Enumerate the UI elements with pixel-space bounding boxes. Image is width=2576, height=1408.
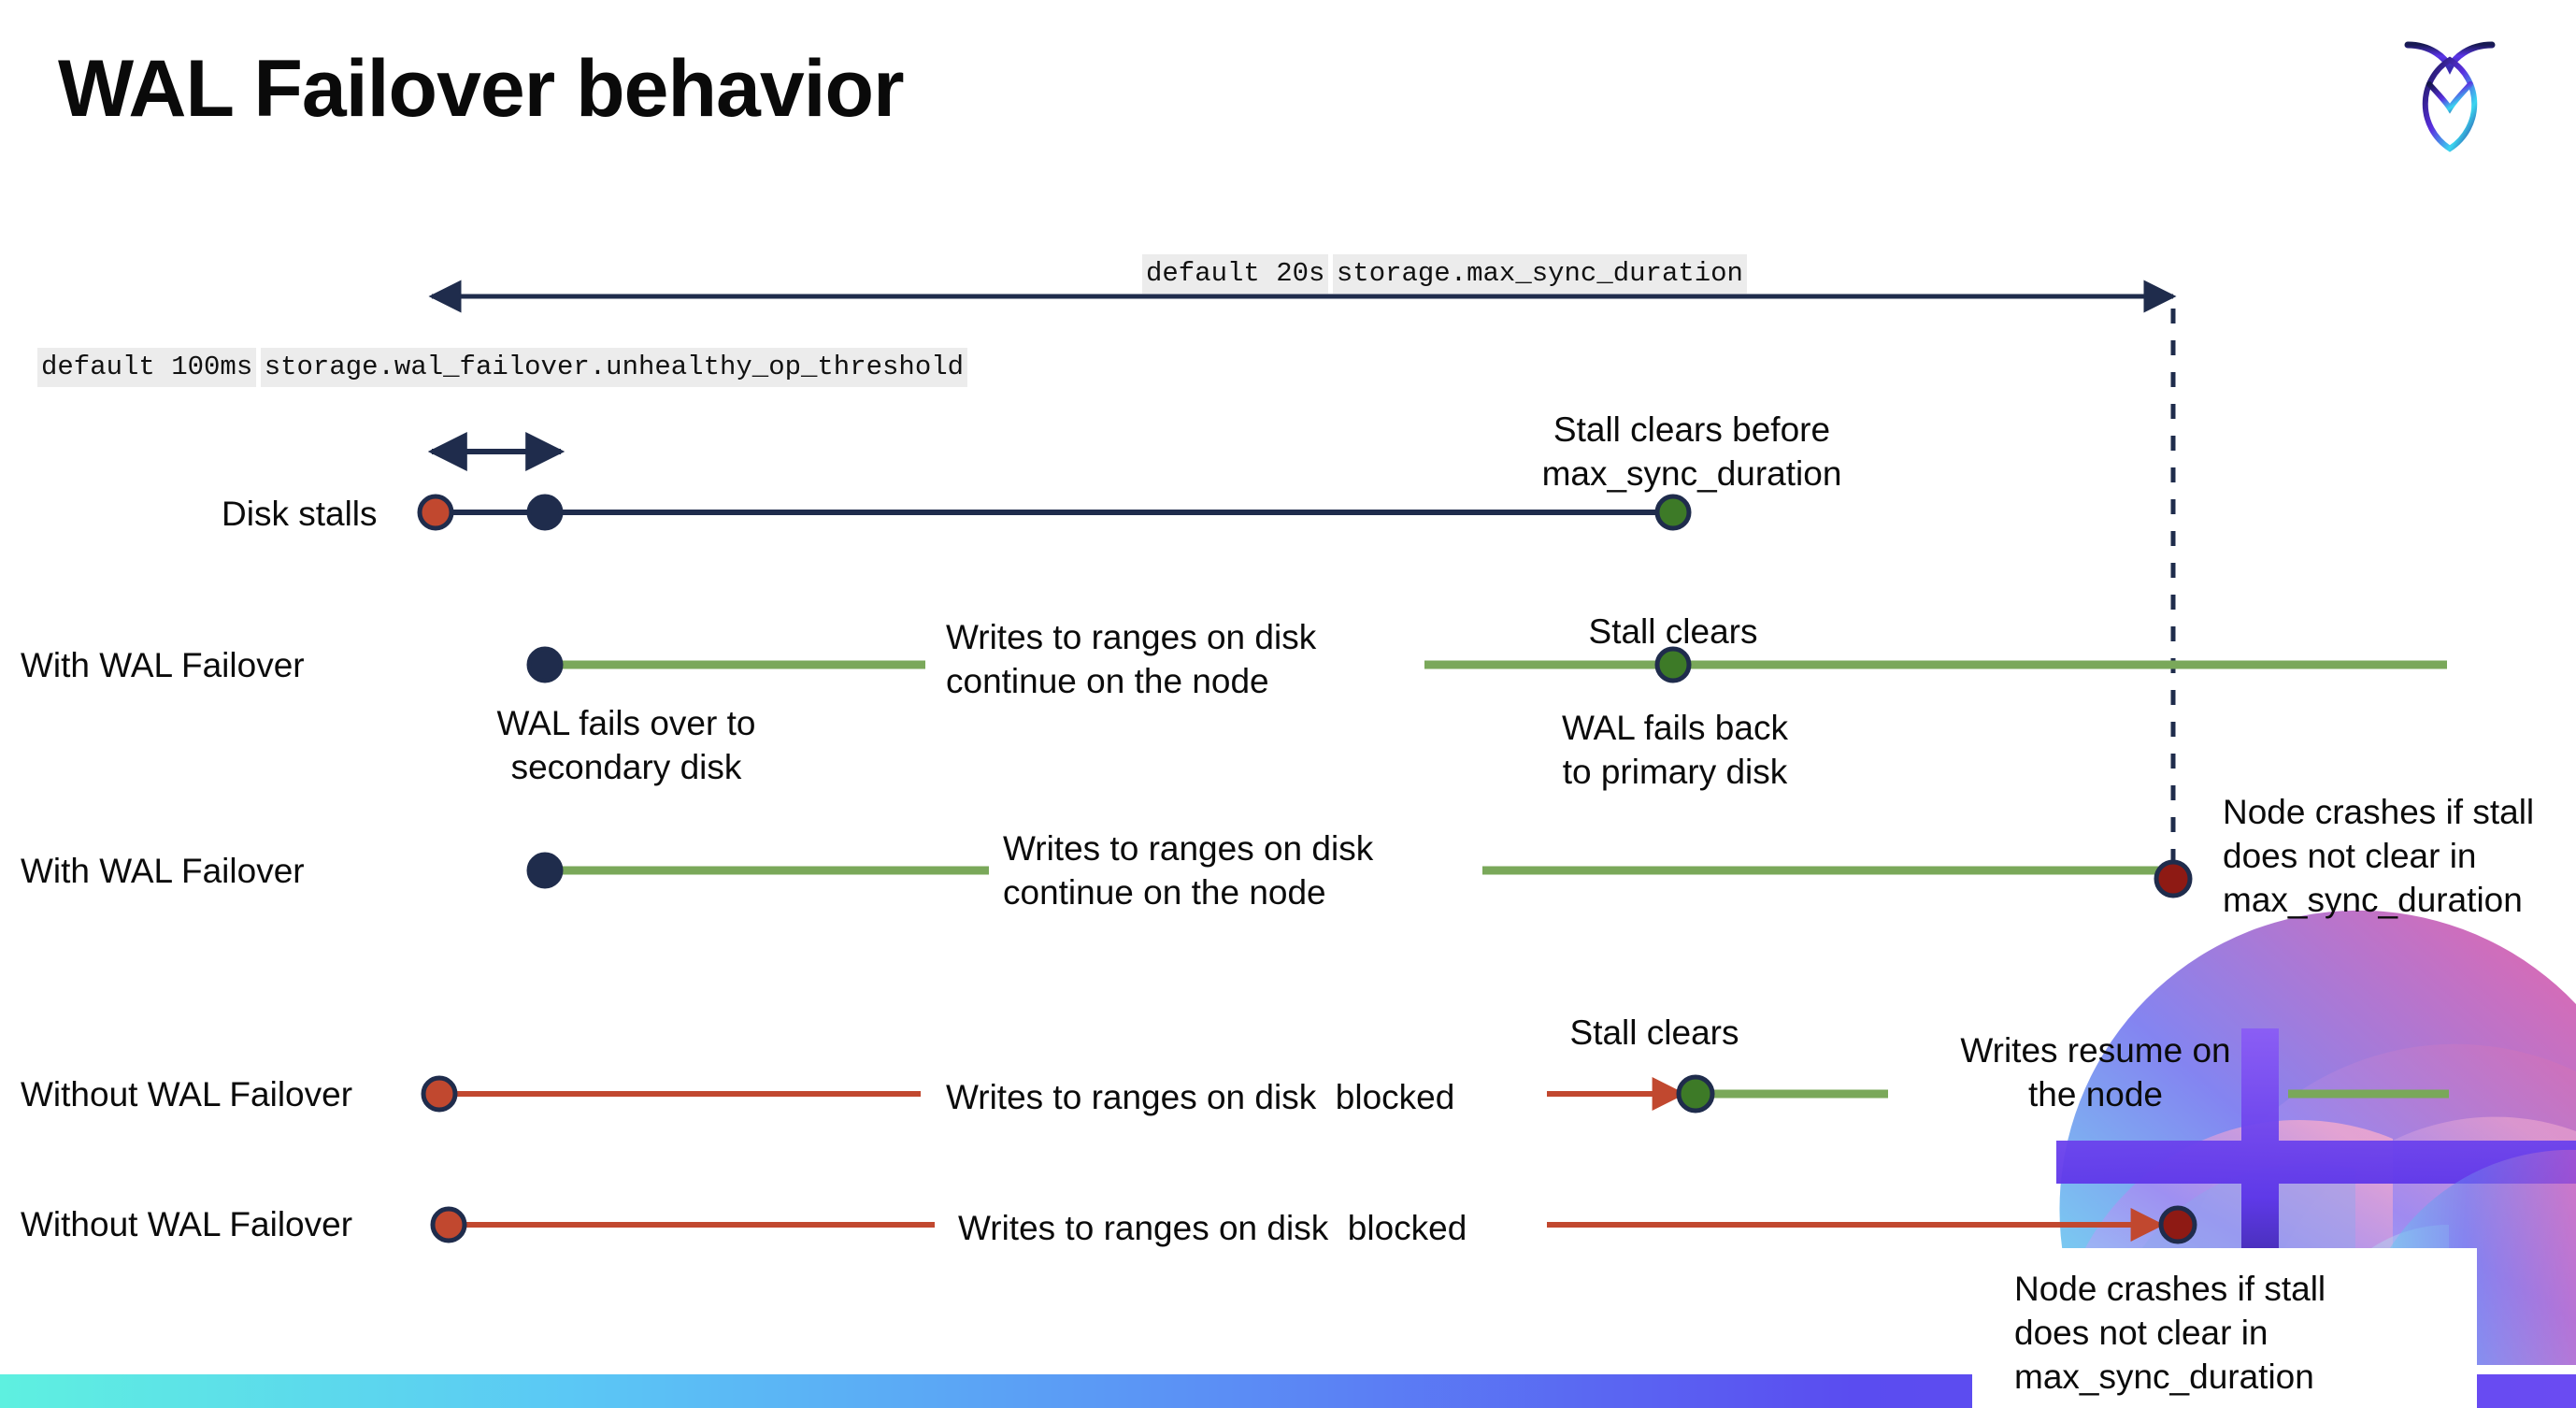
disk-stall-threshold-dot [526, 494, 564, 531]
row-label-with-wal-failover-2: With WAL Failover [21, 852, 305, 890]
annotation-writes-blocked-2: Writes to ranges on disk blocked [958, 1209, 1467, 1247]
annotation-wal-fails-back: WAL fails back to primary disk [1562, 709, 1788, 791]
row-label-without-wal-failover-2: Without WAL Failover [21, 1205, 353, 1243]
wal-failover-start-dot [526, 646, 564, 683]
page-title: WAL Failover behavior [58, 44, 905, 134]
max-sync-duration-callout: default 20s storage.max_sync_duration [1142, 254, 1747, 294]
annotation-writes-blocked-1: Writes to ranges on disk blocked [946, 1078, 1455, 1116]
annotation-writes-resume: Writes resume on the node [1960, 1031, 2231, 1113]
cockroachdb-logo-icon [2389, 26, 2511, 157]
row-label-without-wal-failover-1: Without WAL Failover [21, 1075, 353, 1113]
max-sync-duration-default: default 20s [1142, 254, 1329, 294]
wal-failover-crash-start-dot [526, 852, 564, 889]
max-sync-duration-setting: storage.max_sync_duration [1332, 254, 1747, 294]
annotation-node-crashes-2: Node crashes if stall does not clear in … [2014, 1270, 2326, 1396]
unhealthy-op-threshold-setting: storage.wal_failover.unhealthy_op_thresh… [260, 348, 968, 387]
no-failover-stall-start-dot [421, 1075, 458, 1113]
no-failover-stall-clears-dot [1676, 1074, 1715, 1113]
node-crashes-2-backdrop [1972, 1248, 2477, 1408]
disk-stall-clears-dot [1654, 494, 1692, 531]
annotation-stall-clears-1: Stall clears [1588, 612, 1758, 651]
annotation-writes-continue-1: Writes to ranges on disk continue on the… [946, 618, 1317, 700]
no-failover-crash-start-dot [430, 1206, 467, 1243]
unhealthy-op-threshold-callout: default 100ms storage.wal_failover.unhea… [37, 348, 968, 387]
row-label-with-wal-failover-1: With WAL Failover [21, 646, 305, 684]
annotation-writes-continue-2: Writes to ranges on disk continue on the… [1003, 829, 1374, 912]
no-failover-crash-dot [2158, 1205, 2197, 1244]
annotation-wal-fails-over: WAL fails over to secondary disk [496, 704, 756, 786]
annotation-node-crashes-1: Node crashes if stall does not clear in … [2223, 793, 2535, 919]
unhealthy-op-threshold-default: default 100ms [37, 348, 257, 387]
disk-stall-start-dot [417, 494, 454, 531]
row-label-disk-stalls: Disk stalls [222, 495, 378, 533]
annotation-stall-clears-before: Stall clears before max_sync_duration [1541, 410, 1842, 493]
wal-failover-stall-clears-dot [1654, 646, 1692, 683]
wal-failover-crash-dot [2154, 859, 2193, 898]
annotation-stall-clears-2: Stall clears [1569, 1013, 1739, 1052]
